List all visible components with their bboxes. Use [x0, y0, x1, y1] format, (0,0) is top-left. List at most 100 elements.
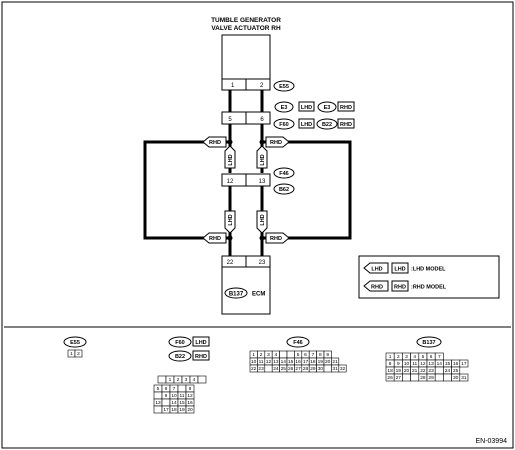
f46-pin-label: 2 — [260, 352, 263, 358]
svg-text:RHD: RHD — [340, 122, 352, 128]
view-f46-tag — [286, 336, 310, 348]
svg-text:LHD: LHD — [228, 154, 234, 165]
f46-pin-label: 16 — [295, 359, 301, 365]
legend-labels: LHD LHD :LHD MODEL RHD RHD :RHD MODEL — [371, 267, 447, 291]
f46-cell — [338, 364, 347, 373]
svg-text:LHD: LHD — [301, 122, 312, 128]
b137-pin-label: 27 — [396, 375, 402, 381]
connector-f60-tag — [273, 118, 295, 130]
b137-pin-label: 10 — [404, 361, 410, 367]
lhd-flags — [224, 145, 268, 234]
b137-pin-label: 13 — [428, 361, 434, 367]
f60-pin-label: 5 — [157, 386, 160, 392]
b137-pin-label: 22 — [420, 368, 426, 374]
f60-cell — [153, 405, 163, 414]
svg-text:E55: E55 — [279, 84, 289, 90]
f46-pin-label: 19 — [318, 359, 324, 365]
b137-pin-label: 31 — [461, 375, 467, 381]
b137-pin-label: 8 — [389, 361, 392, 367]
b137-pin-label: 30 — [453, 375, 459, 381]
b137-pin-label: 12 — [420, 361, 426, 367]
connector-b137-tag — [224, 287, 248, 299]
rhd-flag-labels: RHD RHD RHD RHD — [209, 140, 282, 242]
connector-e3b-tag — [317, 101, 337, 113]
b137-pin-label: 15 — [445, 361, 451, 367]
b137-pin-label: 11 — [412, 361, 417, 367]
b137-pin-label: 29 — [428, 375, 434, 381]
view-b22-rhd: RHD — [195, 354, 207, 360]
svg-text:E3: E3 — [324, 105, 331, 111]
f46-cell — [264, 364, 273, 373]
f46-pin-label: 5 — [297, 352, 300, 358]
connector-e3-tag — [274, 101, 294, 113]
view-b22-label: B22 — [175, 354, 185, 360]
svg-text:RHD: RHD — [270, 140, 282, 146]
b137-pin-label: 6 — [430, 354, 433, 360]
view-e55-label: E55 — [70, 340, 80, 346]
f46-pin-label: 13 — [273, 359, 279, 365]
component-title-line1: TUMBLE GENERATOR — [211, 17, 281, 24]
b137-pin-label: 21 — [412, 368, 418, 374]
b137-pin-label: 18 — [387, 368, 393, 374]
svg-text::RHD MODEL: :RHD MODEL — [411, 285, 447, 291]
view-f46-label: F46 — [293, 340, 302, 346]
f46-cell — [323, 364, 332, 373]
connector-b137-label: B137 — [229, 292, 244, 298]
f46-pin-label: 4 — [275, 352, 278, 358]
b137-cell — [459, 373, 469, 382]
rhd-flag-left-top — [202, 136, 227, 148]
b137-pin-label: 20 — [404, 368, 410, 374]
b137-cell — [459, 359, 469, 368]
b137-pin-label: 7 — [438, 354, 441, 360]
b137-cell — [410, 373, 420, 382]
rhd-flag-right-top — [265, 136, 290, 148]
lhd-flag-labels: LHD LHD LHD LHD — [228, 154, 266, 225]
f60-top-pin-label: 1 — [169, 377, 172, 383]
f60-pin-label: 18 — [171, 407, 177, 413]
svg-text:RHD: RHD — [371, 285, 383, 291]
b137-pin-label: 24 — [445, 368, 451, 374]
b137-pin-label: 14 — [437, 361, 443, 367]
figure-id: EN-03994 — [475, 438, 507, 445]
component-title-line2: VALVE ACTUATOR RH — [211, 25, 281, 32]
view-f60-tag — [168, 336, 192, 348]
view-b22-tag — [168, 350, 192, 362]
rhd-box-e3 — [337, 101, 355, 112]
f60-top-pin-label: 4 — [193, 377, 196, 383]
pin-6: 6 — [260, 117, 264, 123]
f60-top-pin-label: 3 — [185, 377, 188, 383]
f46-pin-label: 29 — [310, 366, 316, 372]
view-b137-tag — [416, 336, 442, 348]
f46-pin-label: 1 — [252, 352, 255, 358]
rhd-box-b22 — [337, 118, 355, 129]
f60-pin-label: 13 — [155, 400, 161, 406]
f60-pin-label: 12 — [187, 393, 193, 399]
connector-b62-tag — [273, 183, 295, 195]
pin-1: 1 — [231, 83, 235, 89]
connector-f46-tag — [273, 167, 295, 179]
b137-pin-label: 3 — [405, 354, 408, 360]
svg-text:RHD: RHD — [209, 236, 221, 242]
svg-text:RHD: RHD — [270, 236, 282, 242]
f46-pin-label: 21 — [332, 359, 338, 365]
f60-pin-label: 20 — [187, 407, 193, 413]
f46-pin-label: 22 — [251, 366, 257, 372]
b137-pin-label: 25 — [453, 368, 459, 374]
junction-dots — [227, 139, 265, 241]
pin-5: 5 — [228, 117, 232, 123]
f60-pin-label: 17 — [163, 407, 169, 413]
f60-cell — [185, 405, 195, 414]
legend-box — [358, 255, 500, 299]
pin-23: 23 — [259, 260, 266, 266]
f46-pin-label: 15 — [288, 359, 294, 365]
b137-cell — [434, 373, 444, 382]
f60-pin-label: 11 — [180, 393, 185, 399]
rhd-flag-right-bottom — [265, 232, 290, 244]
legend-shapes — [363, 262, 409, 292]
e55-pin-label: 1 — [70, 351, 73, 357]
f46-pin-label: 14 — [281, 359, 287, 365]
svg-text:RHD: RHD — [340, 105, 352, 111]
